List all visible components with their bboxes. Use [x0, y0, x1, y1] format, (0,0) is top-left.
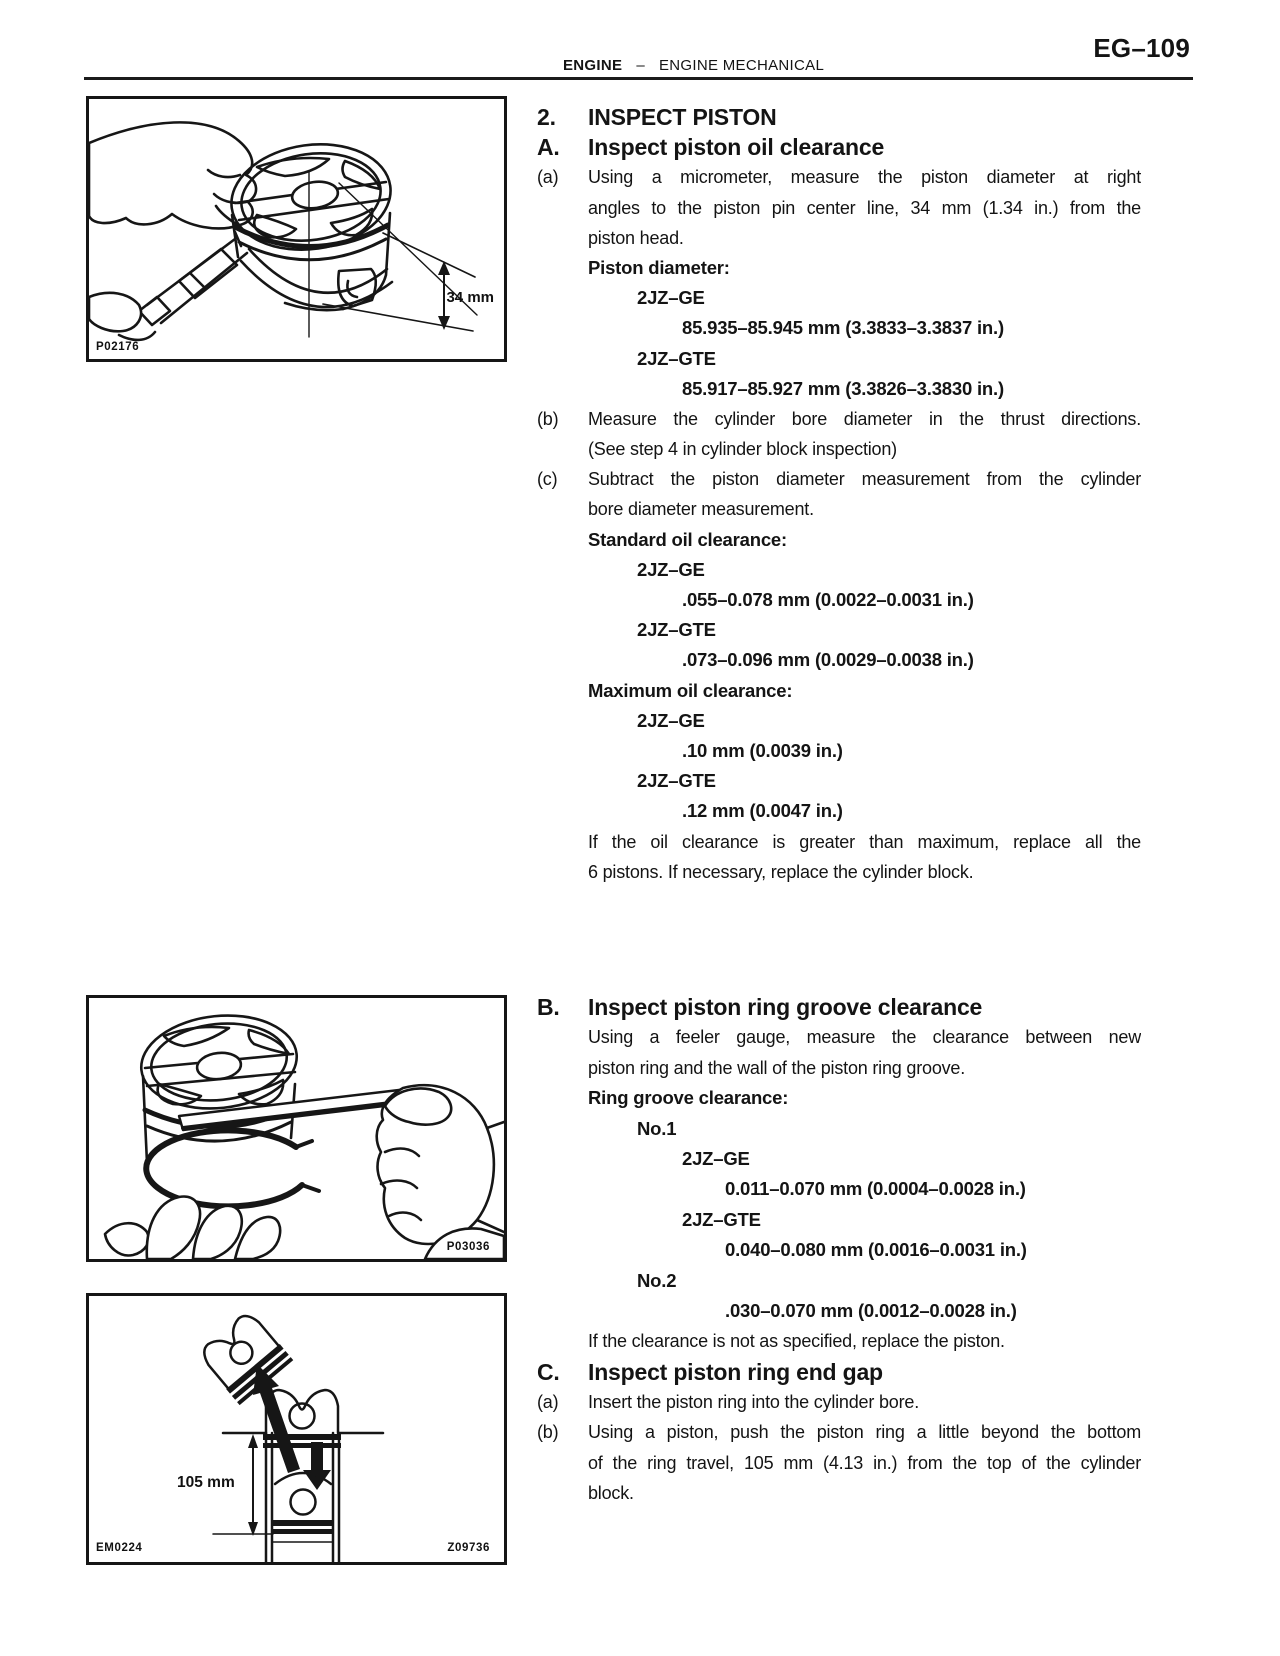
section-c-marker: C.	[537, 1358, 560, 1385]
hand-outline	[103, 1195, 504, 1259]
piston-pin-boss	[337, 267, 378, 308]
item-b-line: (b) Measure the cylinder bore diameter i…	[537, 404, 1141, 434]
section-c-heading: C. Inspect piston ring end gap	[537, 1357, 1141, 1387]
spec-value: 0.040–0.080 mm (0.0016–0.0031 in.)	[725, 1239, 1027, 1261]
figure-ring-groove-clearance: P03036	[86, 995, 507, 1262]
micrometer-piston-drawing	[89, 121, 478, 342]
spec-engine-label: 2JZ–GTE	[637, 347, 716, 369]
note-line: If the clearance is not as specified, re…	[588, 1331, 1005, 1352]
spec-value: 85.935–85.945 mm (3.3833–3.3837 in.)	[682, 317, 1004, 339]
spec-value: 85.917–85.927 mm (3.3826–3.3830 in.)	[682, 377, 1004, 399]
piston-upright	[263, 1388, 341, 1448]
running-header-dash: –	[636, 57, 645, 74]
spec-value: 0.011–0.070 mm (0.0004–0.0028 in.)	[725, 1178, 1026, 1200]
item-b-line: (b) Using a piston, push the piston ring…	[537, 1417, 1141, 1447]
feeler-gauge-drawing	[103, 1014, 504, 1259]
section-a-marker: A.	[537, 134, 560, 161]
section-a-title: Inspect piston oil clearance	[588, 134, 885, 161]
step-2-heading: 2. INSPECT PISTON	[537, 102, 1141, 132]
section-b-intro: Using a feeler gauge, measure the cleara…	[588, 1027, 1141, 1048]
item-a-line: (a) Using a micrometer, measure the pist…	[537, 162, 1141, 192]
figure-code: EM0224	[96, 1542, 143, 1554]
dimension-105mm	[212, 1434, 274, 1536]
running-header-section: ENGINE MECHANICAL	[658, 57, 825, 74]
section-b-intro: piston ring and the wall of the piston r…	[588, 1057, 966, 1078]
item-b-line: (See step 4 in cylinder block inspection…	[588, 439, 897, 460]
hand-outline	[89, 291, 143, 333]
cylinder-block-section	[221, 1431, 385, 1562]
item-c-line: bore diameter measurement.	[588, 499, 814, 520]
arrow-up-left	[253, 1364, 300, 1473]
running-header-chapter: ENGINE	[563, 57, 623, 74]
item-a-marker: (a)	[537, 1392, 559, 1413]
spec-engine-label: 2JZ–GTE	[682, 1208, 761, 1230]
micrometer	[137, 230, 394, 327]
spec-ring-label: No.2	[637, 1269, 677, 1291]
spec-engine-label: 2JZ–GTE	[637, 619, 716, 641]
section-a-heading: A. Inspect piston oil clearance	[537, 132, 1141, 162]
figure-ring-end-gap: 105 mm EM0224 Z09736	[86, 1293, 507, 1565]
cylinder-bore-drawing	[203, 1314, 385, 1562]
item-a-line: piston head.	[588, 227, 684, 248]
spec-engine-label: 2JZ–GE	[637, 287, 705, 309]
piston-ring-in-bore	[272, 1471, 334, 1543]
dimension-34mm	[322, 232, 476, 332]
figure-piston-diameter: 34 mm P02176	[86, 96, 507, 362]
item-a-marker: (a)	[537, 167, 559, 188]
item-b-line: block.	[588, 1483, 634, 1504]
section-b-title: Inspect piston ring groove clearance	[588, 994, 983, 1020]
item-b-marker: (b)	[537, 1422, 559, 1443]
spec-value: .073–0.096 mm (0.0029–0.0038 in.)	[682, 649, 974, 671]
spec-engine-label: 2JZ–GE	[637, 709, 705, 731]
dimension-label-105mm: 105 mm	[177, 1474, 235, 1491]
item-c-marker: (c)	[537, 469, 558, 490]
spec-value: .10 mm (0.0039 in.)	[682, 739, 843, 761]
item-b-line: of the ring travel, 105 mm (4.13 in.) fr…	[588, 1452, 1141, 1473]
section-c-title: Inspect piston ring end gap	[588, 1358, 883, 1385]
dimension-label-34mm: 34 mm	[446, 289, 494, 306]
section-inspect-piston: 2. INSPECT PISTON A. Inspect piston oil …	[537, 102, 1141, 887]
section-ring-groove-and-end-gap: B. Inspect piston ring groove clearance …	[537, 992, 1141, 1509]
spec-heading: Ring groove clearance:	[588, 1087, 789, 1109]
step-2-title: INSPECT PISTON	[588, 104, 777, 130]
item-c-line: (c) Subtract the piston diameter measure…	[537, 464, 1141, 494]
step-2-marker: 2.	[537, 104, 556, 130]
piston-crown	[139, 1014, 299, 1110]
figure-code: P02176	[96, 341, 140, 353]
note-line: 6 pistons. If necessary, replace the cyl…	[588, 861, 974, 882]
spec-heading: Maximum oil clearance:	[588, 679, 793, 701]
hand-outline	[89, 121, 258, 230]
spec-ring-label: No.1	[637, 1117, 677, 1139]
spec-engine-label: 2JZ–GE	[682, 1147, 750, 1169]
running-header: ENGINE–ENGINE MECHANICAL	[563, 57, 824, 74]
spec-value: .12 mm (0.0047 in.)	[682, 800, 843, 822]
item-a-line: angles to the piston pin center line, 34…	[588, 197, 1141, 218]
spec-heading: Piston diameter:	[588, 256, 730, 278]
header-rule	[84, 77, 1193, 80]
figure-code: P03036	[446, 1241, 490, 1253]
section-b-heading: B. Inspect piston ring groove clearance	[537, 992, 1141, 1022]
spec-engine-label: 2JZ–GE	[637, 558, 705, 580]
page-number: EG–109	[1093, 33, 1190, 63]
hand-outline	[375, 1083, 504, 1246]
item-b-marker: (b)	[537, 408, 559, 429]
piston-ring-grooves	[232, 222, 391, 249]
figure-code: Z09736	[447, 1542, 490, 1554]
section-b-marker: B.	[537, 994, 560, 1020]
spec-value: .055–0.078 mm (0.0022–0.0031 in.)	[682, 589, 974, 610]
spec-value: .030–0.070 mm (0.0012–0.0028 in.)	[725, 1299, 1017, 1321]
piston-ring	[143, 1127, 321, 1210]
item-a-line: (a) Insert the piston ring into the cyli…	[537, 1387, 1141, 1417]
arrow-down	[303, 1442, 331, 1490]
note-line: If the oil clearance is greater than max…	[588, 831, 1141, 852]
spec-engine-label: 2JZ–GTE	[637, 770, 716, 792]
spec-heading: Standard oil clearance:	[588, 528, 787, 550]
